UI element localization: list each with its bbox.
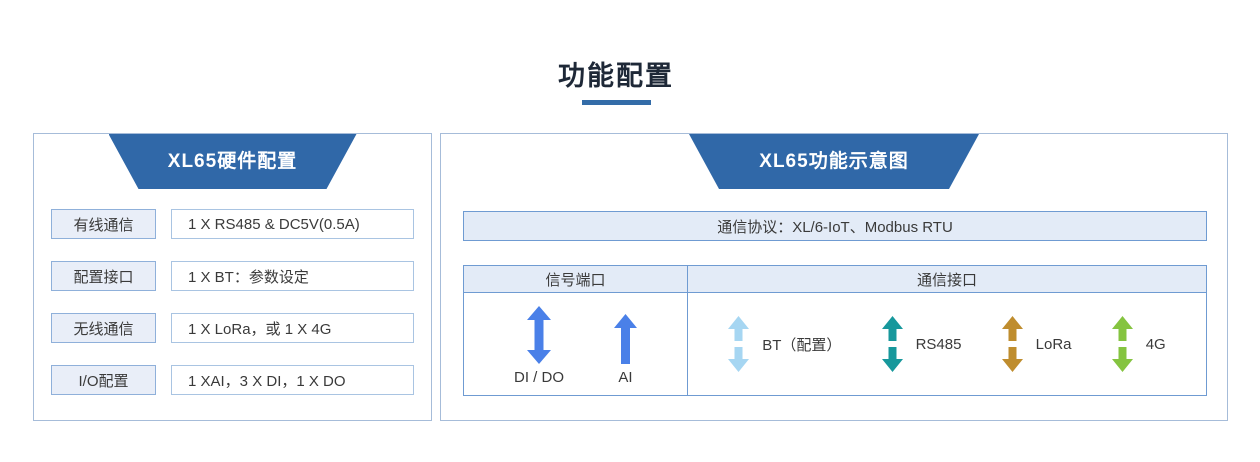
lora-double-arrow-icon — [1001, 316, 1023, 372]
4g-double-arrow-icon — [1111, 316, 1133, 372]
page-header: 功能配置 — [0, 54, 1232, 105]
comm-interface-label: LoRa — [1035, 335, 1072, 353]
comm-interfaces-column-header: 通信接口 — [687, 265, 1207, 293]
hardware-row-value: 1 X BT：参数设定 — [171, 261, 414, 291]
di-do-double-arrow-icon — [526, 306, 551, 364]
signal-port-label: AI — [618, 369, 633, 386]
hardware-config-panel: XL65硬件配置 有线通信 1 X RS485 & DC5V(0.5A) 配置接… — [33, 133, 432, 421]
hardware-row-value: 1 XAI，3 X DI，1 X DO — [171, 365, 414, 395]
signal-ports-column-header: 信号端口 — [463, 265, 688, 293]
hardware-row-label: I/O配置 — [51, 365, 156, 395]
comm-interface-label: BT（配置） — [762, 336, 842, 354]
hardware-row-label: 无线通信 — [51, 313, 156, 343]
hardware-row-value: 1 X RS485 & DC5V(0.5A) — [171, 209, 414, 239]
hardware-row-io: I/O配置 1 XAI，3 X DI，1 X DO — [51, 365, 414, 395]
comm-interface-bt: BT（配置） — [728, 316, 841, 372]
signal-port-di-do: DI / DO — [514, 306, 564, 386]
comm-interface-label: RS485 — [915, 335, 962, 353]
protocol-bar: 通信协议：XL/6-IoT、Modbus RTU — [463, 211, 1207, 241]
rs485-double-arrow-icon — [881, 316, 903, 372]
hardware-row-label: 配置接口 — [51, 261, 156, 291]
comm-interface-lora: LoRa — [1001, 316, 1072, 372]
ai-up-arrow-icon — [613, 314, 637, 364]
signal-ports-cell: DI / DO AI — [463, 292, 688, 396]
hardware-row-label: 有线通信 — [51, 209, 156, 239]
comm-interface-rs485: RS485 — [881, 316, 962, 372]
hardware-row-wireless: 无线通信 1 X LoRa，或 1 X 4G — [51, 313, 414, 343]
page-title: 功能配置 — [558, 61, 674, 91]
function-table: 信号端口 通信接口 DI / DO — [463, 265, 1207, 396]
function-diagram-panel: XL65功能示意图 通信协议：XL/6-IoT、Modbus RTU 信号端口 … — [440, 133, 1228, 421]
function-panel-header: XL65功能示意图 — [689, 134, 979, 189]
bt-double-arrow-icon — [728, 316, 750, 372]
title-underline — [581, 100, 651, 105]
hardware-panel-header: XL65硬件配置 — [109, 134, 357, 189]
comm-interfaces-cell: BT（配置） RS485 — [687, 292, 1207, 396]
signal-port-ai: AI — [613, 314, 637, 386]
hardware-rows: 有线通信 1 X RS485 & DC5V(0.5A) 配置接口 1 X BT：… — [51, 209, 414, 395]
comm-interface-4g: 4G — [1111, 316, 1166, 372]
hardware-row-wired: 有线通信 1 X RS485 & DC5V(0.5A) — [51, 209, 414, 239]
hardware-row-value: 1 X LoRa，或 1 X 4G — [171, 313, 414, 343]
comm-interface-label: 4G — [1145, 335, 1166, 353]
hardware-row-config-port: 配置接口 1 X BT：参数设定 — [51, 261, 414, 291]
signal-port-label: DI / DO — [513, 369, 564, 386]
